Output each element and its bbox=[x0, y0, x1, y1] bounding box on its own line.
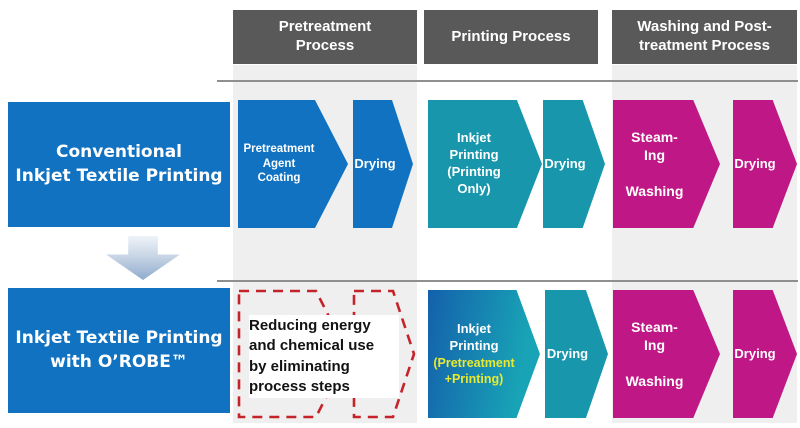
pretreatment-plus-printing-label: (Pretreatment +Printing) bbox=[433, 355, 515, 386]
header-washing-posttreatment-process: Washing and Post- treatment Process bbox=[612, 10, 797, 64]
header-printing-process: Printing Process bbox=[424, 10, 598, 64]
step-arrow-printing-drying: Drying bbox=[543, 100, 605, 228]
eliminated-step-outline-drying bbox=[352, 289, 416, 419]
step-arrow-inkjet-pretreatment-printing: Inkjet Printing (Pretreatment +Printing) bbox=[428, 290, 540, 418]
row-label-orobe: Inkjet Textile Printing with O’ROBE™ bbox=[8, 288, 230, 413]
row-separator-line bbox=[217, 280, 798, 282]
step-arrow-printing-drying-orobe: Drying bbox=[545, 290, 608, 418]
header-separator-line bbox=[217, 80, 798, 82]
header-pretreatment-process: Pretreatment Process bbox=[233, 10, 417, 64]
inkjet-printing-label: Inkjet Printing bbox=[449, 320, 499, 353]
step-arrow-inkjet-printing-only: Inkjet Printing (Printing Only) bbox=[428, 100, 542, 228]
down-arrow-icon bbox=[106, 236, 180, 280]
elimination-note: Reducing energy and chemical use by elim… bbox=[249, 315, 399, 398]
row-label-conventional: Conventional Inkjet Textile Printing bbox=[8, 102, 230, 227]
